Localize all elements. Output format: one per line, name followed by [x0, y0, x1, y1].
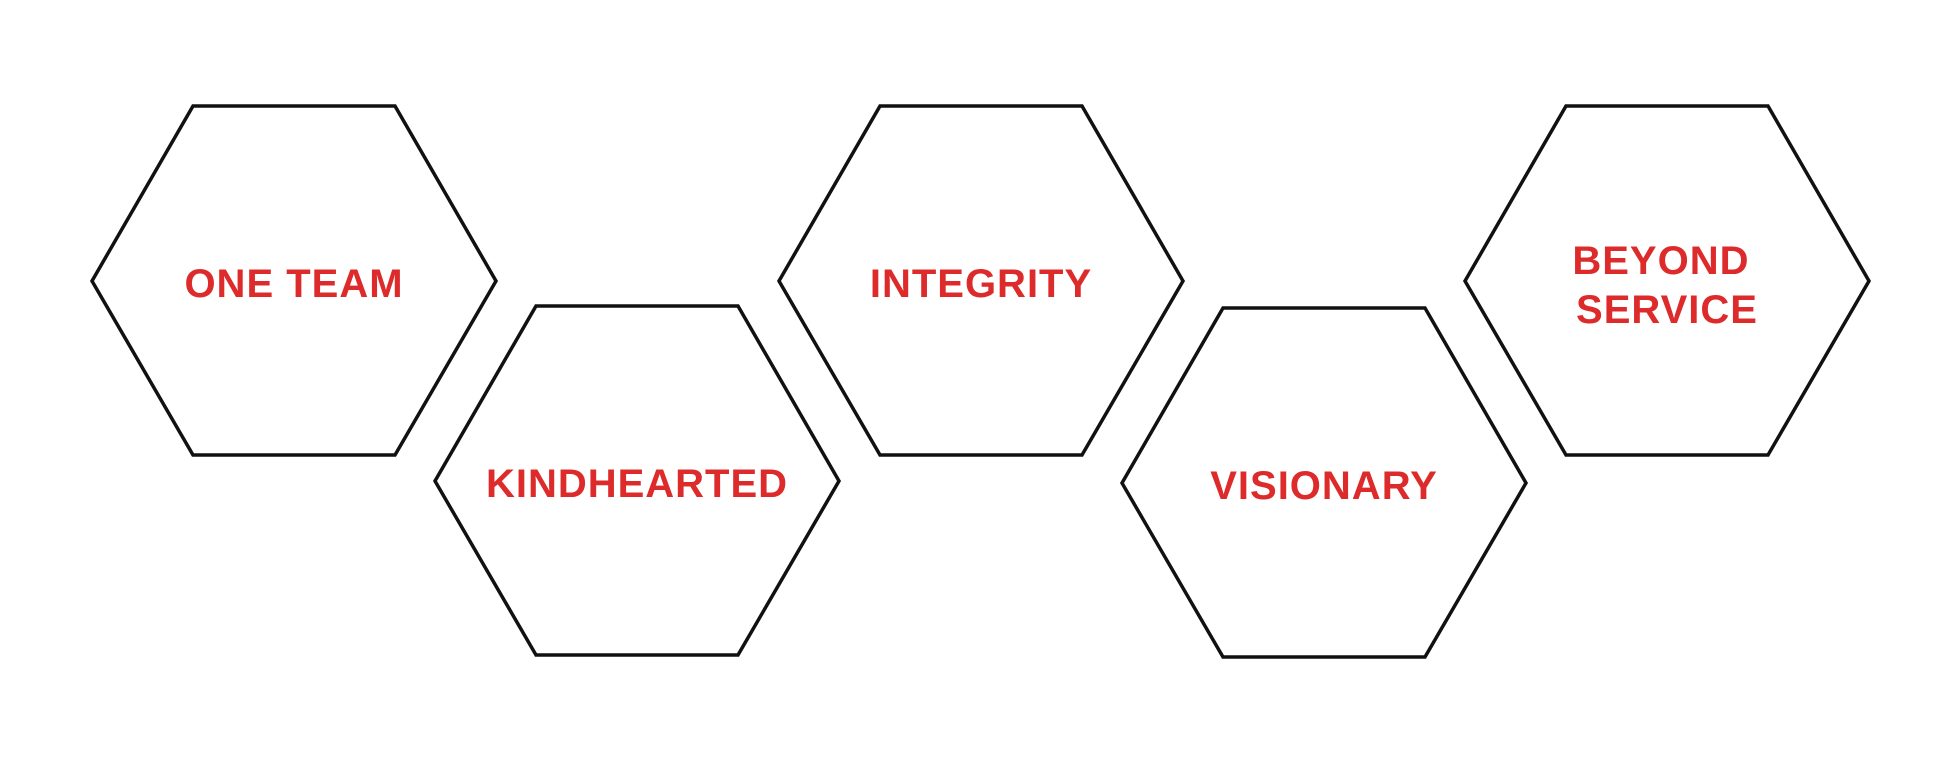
hexagon-label-one-team: ONE TEAM — [184, 262, 403, 306]
hexagon-beyond-service: BEYOND SERVICE — [1462, 104, 1872, 457]
hexagon-outline-kindhearted — [432, 304, 842, 657]
hexagon-outline-visionary — [1119, 306, 1529, 659]
hexagon-label-visionary: VISIONARY — [1210, 464, 1438, 508]
hexagon-outline-one-team — [89, 104, 499, 457]
hexagon-label-beyond-service-line-2: SERVICE — [1576, 288, 1758, 332]
hexagon-outline-integrity — [776, 104, 1186, 457]
hexagon-visionary: VISIONARY — [1119, 306, 1529, 659]
hexagon-one-team: ONE TEAM — [89, 104, 499, 457]
hexagon-label-beyond-service-line-1: BEYOND — [1572, 239, 1749, 283]
hexagon-label-kindhearted: KINDHEARTED — [486, 462, 788, 506]
hexagon-outline-beyond-service — [1462, 104, 1872, 457]
hexagon-integrity: INTEGRITY — [776, 104, 1186, 457]
hexagon-label-beyond-service: BEYOND SERVICE — [1572, 239, 1761, 332]
hexagon-label-integrity: INTEGRITY — [870, 262, 1092, 306]
hexagon-kindhearted: KINDHEARTED — [432, 304, 842, 657]
